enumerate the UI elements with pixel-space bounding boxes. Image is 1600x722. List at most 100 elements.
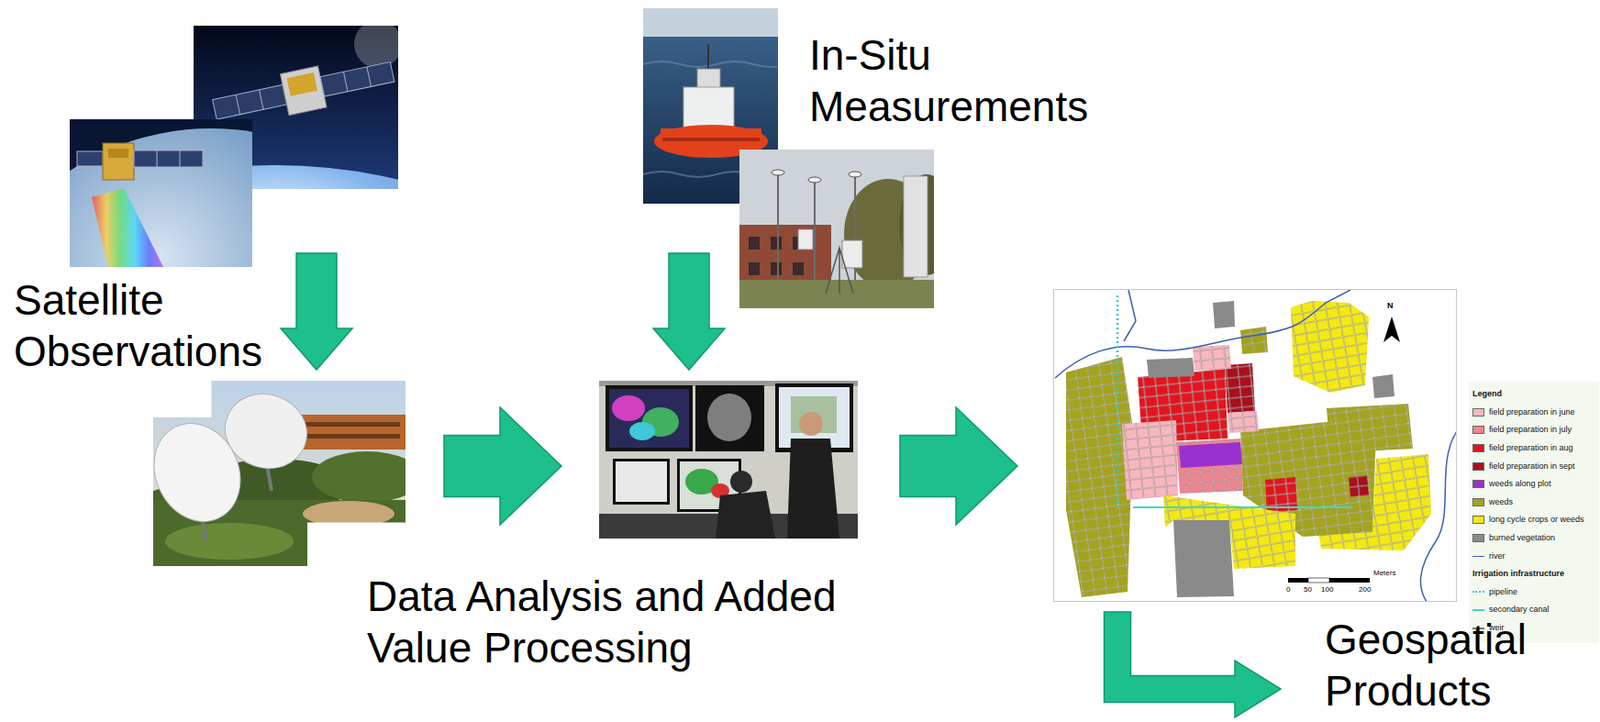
station-photo	[798, 229, 813, 250]
legend-text: field preparation in june	[1488, 407, 1576, 418]
station-photo	[748, 262, 760, 276]
legend-row: field preparation in june	[1472, 403, 1600, 423]
legend-line-sample	[1472, 555, 1485, 557]
control-room-photo	[787, 438, 840, 539]
station-photo	[770, 262, 782, 276]
legend-text: weeds	[1488, 497, 1513, 508]
satellite-photo	[133, 150, 203, 167]
buoy-photo	[643, 8, 778, 38]
ground-station-photo	[211, 380, 212, 418]
satellite-photo	[259, 89, 265, 111]
legend-row: field preparation in sept	[1472, 456, 1600, 476]
map-illustration	[1227, 411, 1259, 434]
satellite-photo	[279, 66, 327, 116]
station-photo	[739, 149, 934, 309]
map-illustration	[1066, 356, 1134, 598]
ground-station-photo	[128, 380, 423, 567]
legend-row: Legend	[1472, 385, 1600, 404]
map-illustration	[1326, 403, 1413, 454]
map-illustration	[1288, 577, 1309, 583]
ground-station-photo	[307, 522, 406, 524]
control-room-photo	[629, 422, 656, 441]
scale-label: Meters	[1373, 568, 1396, 578]
scale-label: 200	[1358, 585, 1371, 595]
legend-text: field preparation in aug	[1488, 443, 1574, 454]
legend-row: weeds	[1472, 493, 1600, 512]
control-room-photo	[612, 458, 670, 505]
control-room-photo	[715, 490, 776, 539]
map-illustration	[1224, 363, 1256, 413]
control-room-photo	[611, 395, 645, 422]
satellite-photo	[69, 119, 253, 267]
in-situ-group: In-Situ Measurements	[643, 8, 1121, 217]
control-room-photo	[609, 388, 689, 448]
map-illustration	[1176, 438, 1244, 494]
ground-station-photo	[165, 522, 294, 560]
station-photo	[842, 240, 863, 268]
satellite-photo	[343, 71, 348, 92]
map-illustration	[1122, 420, 1178, 500]
satellite-photo	[77, 151, 103, 167]
satellite-photo	[69, 128, 253, 267]
legend-swatch	[1472, 462, 1485, 471]
legend-row: field preparation in july	[1472, 421, 1600, 440]
satellite-photo	[179, 150, 181, 167]
legend-text: secondary canal	[1488, 604, 1550, 615]
map-illustration	[1420, 431, 1456, 601]
satellite-photo	[108, 148, 129, 158]
flow-arrow	[900, 407, 1018, 525]
control-room-photo	[799, 411, 823, 436]
legend-row: pipeline	[1472, 583, 1600, 602]
map-illustration	[1053, 288, 1457, 602]
legend-swatch	[1472, 425, 1485, 434]
processing-box: Data Analysis and Added Value Processing	[599, 380, 858, 539]
map-illustration	[1053, 288, 1457, 602]
satellite-group: Satellite Observations	[13, 25, 406, 567]
station-photo	[825, 247, 854, 294]
map-legend: Legend field preparation in june field pre…	[1468, 381, 1600, 644]
station-photo	[739, 279, 934, 309]
legend-swatch	[1472, 515, 1485, 524]
stage-label: Data Analysis and Added Value Processing	[366, 570, 881, 674]
map-illustration	[1123, 289, 1136, 342]
buoy-photo	[697, 68, 721, 89]
map-illustration	[1055, 289, 1351, 378]
buoy-photo	[707, 44, 710, 72]
control-room-photo	[599, 380, 858, 539]
station-photo	[777, 174, 779, 280]
flow-arrow	[280, 253, 353, 370]
map-illustration	[1348, 475, 1369, 498]
scale-label: 100	[1321, 585, 1334, 595]
satellite-photo	[212, 84, 288, 120]
station-photo	[748, 236, 760, 250]
legend-swatch	[1472, 479, 1485, 489]
flow-arrow	[653, 253, 725, 370]
station-photo	[771, 169, 785, 176]
map-illustration	[1240, 326, 1268, 355]
legend-line-sample	[1472, 609, 1485, 612]
stage-label: Geospatial Products	[1324, 613, 1545, 717]
legend-row: river	[1472, 546, 1600, 566]
legend-text: river	[1488, 551, 1506, 562]
satellite-photo	[354, 25, 399, 68]
buoy-photo	[662, 137, 760, 142]
control-room-photo	[707, 393, 752, 442]
station-photo	[808, 177, 822, 183]
map-illustration	[1055, 289, 1456, 601]
legend-row: field preparation in aug	[1472, 439, 1600, 458]
map-illustration	[1192, 344, 1232, 371]
legend-swatch	[1472, 533, 1485, 543]
legend-heading: Legend	[1472, 388, 1502, 400]
legend-row: Irrigation infrastructure	[1472, 565, 1600, 584]
stage-label: Satellite Observations	[13, 274, 299, 378]
legend-text: pipeline	[1488, 587, 1518, 598]
satellite-photo	[287, 72, 319, 97]
control-room-photo	[695, 385, 765, 452]
ground-station-photo	[214, 382, 318, 480]
control-room-photo	[730, 470, 753, 493]
north-label: N	[1387, 300, 1394, 312]
map-panel: Legendfield preparation in junefield pre…	[1053, 288, 1457, 602]
flow-arrow	[444, 407, 562, 525]
satellite-photo	[210, 51, 397, 131]
